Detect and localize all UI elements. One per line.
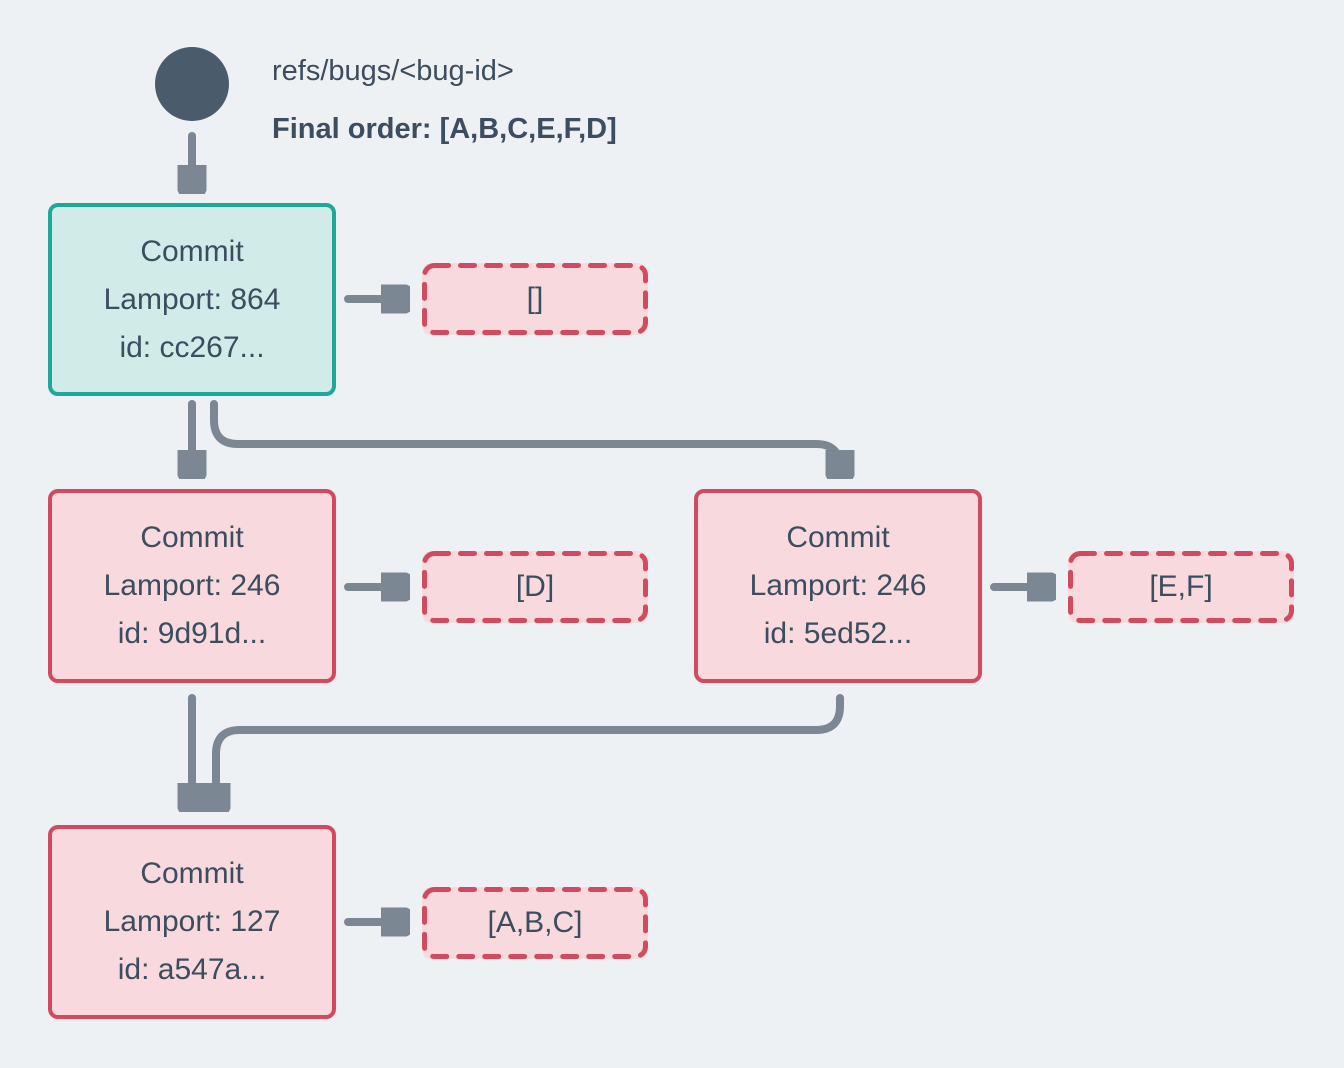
final-order-label: Final order: [A,B,C,E,F,D] (272, 113, 617, 145)
commit-lamport: Lamport: 246 (103, 569, 281, 602)
commit-node-a547a: Commit Lamport: 127 id: a547a... (48, 825, 336, 1019)
operations-label: [] (526, 282, 544, 315)
commit-lamport: Lamport: 864 (103, 282, 281, 316)
arrow-root-to-right-commit (210, 400, 840, 473)
commit-id: id: 5ed52... (763, 617, 913, 650)
commit-id: id: a547a... (117, 953, 267, 986)
commit-title: Commit (140, 521, 244, 554)
commit-node-9d91d: Commit Lamport: 246 id: 9d91d... (48, 489, 336, 683)
arrow-right-commit-to-bottom (216, 694, 844, 806)
commit-title: Commit (140, 857, 244, 890)
ref-head-dot-icon (155, 47, 229, 121)
commit-title: Commit (786, 521, 890, 554)
operations-box-5ed52: [E,F] (1068, 551, 1294, 623)
commit-id: id: cc267... (119, 330, 265, 364)
operations-box-cc267: [] (422, 263, 648, 335)
commit-node-cc267: Commit Lamport: 864 id: cc267... (48, 203, 336, 396)
operations-box-a547a: [A,B,C] (422, 887, 648, 959)
operations-label: [D] (515, 570, 555, 603)
operations-label: [A,B,C] (487, 906, 583, 939)
commit-id: id: 9d91d... (117, 617, 267, 650)
operations-box-9d91d: [D] (422, 551, 648, 623)
ref-name-label: refs/bugs/<bug-id> (272, 55, 514, 87)
commit-title: Commit (140, 234, 244, 268)
commit-node-5ed52: Commit Lamport: 246 id: 5ed52... (694, 489, 982, 683)
operations-label: [E,F] (1149, 570, 1213, 603)
commit-lamport: Lamport: 127 (103, 905, 281, 938)
commit-lamport: Lamport: 246 (749, 569, 927, 602)
